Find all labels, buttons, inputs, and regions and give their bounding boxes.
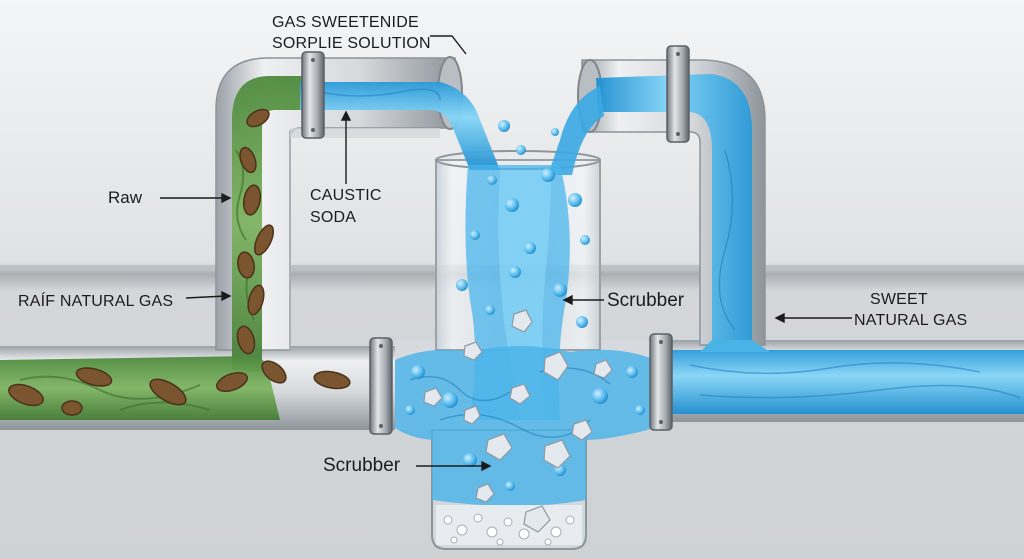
raw-label: Raw — [108, 188, 143, 207]
header-label-line2: SORPLIE SOLUTION — [272, 35, 431, 52]
caustic-label-line1: CAUSTIC — [310, 187, 382, 204]
header-label-line1: GAS SWEETENIDE — [272, 14, 419, 31]
sweet-gas-label-line2: NATURAL GAS — [854, 312, 968, 329]
sweet-gas-label-line1: SWEET — [870, 291, 928, 308]
caustic-label-line2: SODA — [310, 209, 357, 226]
raw-natural-gas-label: RAÍF NATURAL GAS — [18, 293, 174, 310]
arrow-left-icon — [221, 192, 232, 204]
arrow-up-icon — [340, 110, 352, 121]
scrubber-label-upper: Scrubber — [607, 290, 685, 311]
scrubber-label-lower: Scrubber — [323, 455, 401, 476]
